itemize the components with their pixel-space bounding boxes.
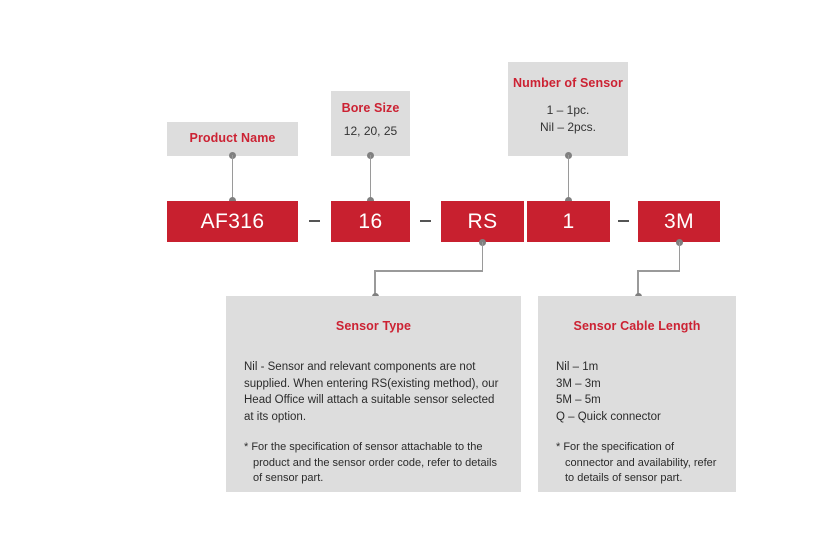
cable-length-option: Nil – 1m — [556, 361, 599, 373]
callout-number-of-sensor-line-2: Nil – 2pcs. — [539, 120, 597, 134]
connector-line-product-name — [231, 155, 234, 201]
connector-dot-bore-size-bottom — [367, 197, 374, 204]
code-bar-product-name[interactable]: AF316 — [167, 201, 298, 242]
connector-line-sensor-type-h — [374, 270, 483, 272]
callout-bore-size-title: Bore Size — [341, 101, 400, 115]
connector-line-cable-length-v2 — [637, 270, 639, 296]
callout-sensor-cable-length: Sensor Cable Length Nil – 1m 3M – 3m 5M … — [538, 296, 736, 492]
code-bar-bore-size-value: 16 — [358, 209, 383, 233]
code-bar-sensor-type[interactable]: RS — [441, 201, 524, 242]
callout-bore-size-values: 12, 20, 25 — [343, 124, 398, 138]
callout-sensor-type-note-text: * For the specification of sensor attach… — [244, 441, 497, 484]
cable-length-option: Q – Quick connector — [556, 410, 661, 423]
connector-line-sensor-type-v1 — [481, 242, 484, 271]
callout-number-of-sensor-line-1: 1 – 1pc. — [546, 103, 590, 117]
callout-product-name: Product Name — [167, 122, 298, 156]
code-bar-sensor-type-value: RS — [467, 209, 498, 233]
connector-line-number-of-sensor — [567, 155, 570, 201]
callout-number-of-sensor-title: Number of Sensor — [513, 76, 623, 90]
connector-dot-product-name-bottom — [229, 197, 236, 204]
callout-sensor-cable-length-note: * For the specification of connector and… — [556, 440, 720, 487]
callout-product-name-title: Product Name — [189, 131, 276, 145]
code-bar-bore-size[interactable]: 16 — [331, 201, 410, 242]
callout-sensor-cable-length-title: Sensor Cable Length — [573, 319, 701, 333]
code-separator-2 — [420, 220, 431, 222]
callout-sensor-type: Sensor Type Nil - Sensor and relevant co… — [226, 296, 521, 492]
code-bar-number-of-sensor-value: 1 — [562, 209, 575, 233]
connector-dot-number-of-sensor-bottom — [565, 197, 572, 204]
cable-length-option: 3M – 3m — [556, 377, 601, 390]
code-bar-sensor-cable-length[interactable]: 3M — [638, 201, 720, 242]
connector-line-sensor-type-v2 — [374, 270, 376, 296]
code-separator-1 — [309, 220, 320, 222]
callout-bore-size: Bore Size 12, 20, 25 — [331, 91, 410, 156]
callout-number-of-sensor: Number of Sensor 1 – 1pc. Nil – 2pcs. — [508, 62, 628, 156]
callout-sensor-type-paragraph: Nil - Sensor and relevant components are… — [244, 361, 499, 423]
connector-line-cable-length-v1 — [678, 242, 681, 271]
callout-sensor-cable-length-note-text: * For the specification of connector and… — [556, 441, 717, 484]
callout-sensor-type-title: Sensor Type — [335, 319, 412, 333]
code-bar-sensor-cable-length-value: 3M — [664, 209, 694, 233]
cable-length-option: 5M – 5m — [556, 394, 601, 406]
connector-line-cable-length-h — [637, 270, 680, 272]
code-bar-number-of-sensor[interactable]: 1 — [527, 201, 610, 242]
connector-line-bore-size — [369, 155, 372, 201]
callout-sensor-type-note: * For the specification of sensor attach… — [244, 440, 501, 487]
callout-sensor-cable-length-options: Nil – 1m 3M – 3m 5M – 5m Q – Quick conne… — [556, 359, 720, 425]
code-separator-3 — [618, 220, 629, 222]
code-bar-product-name-value: AF316 — [200, 209, 265, 233]
